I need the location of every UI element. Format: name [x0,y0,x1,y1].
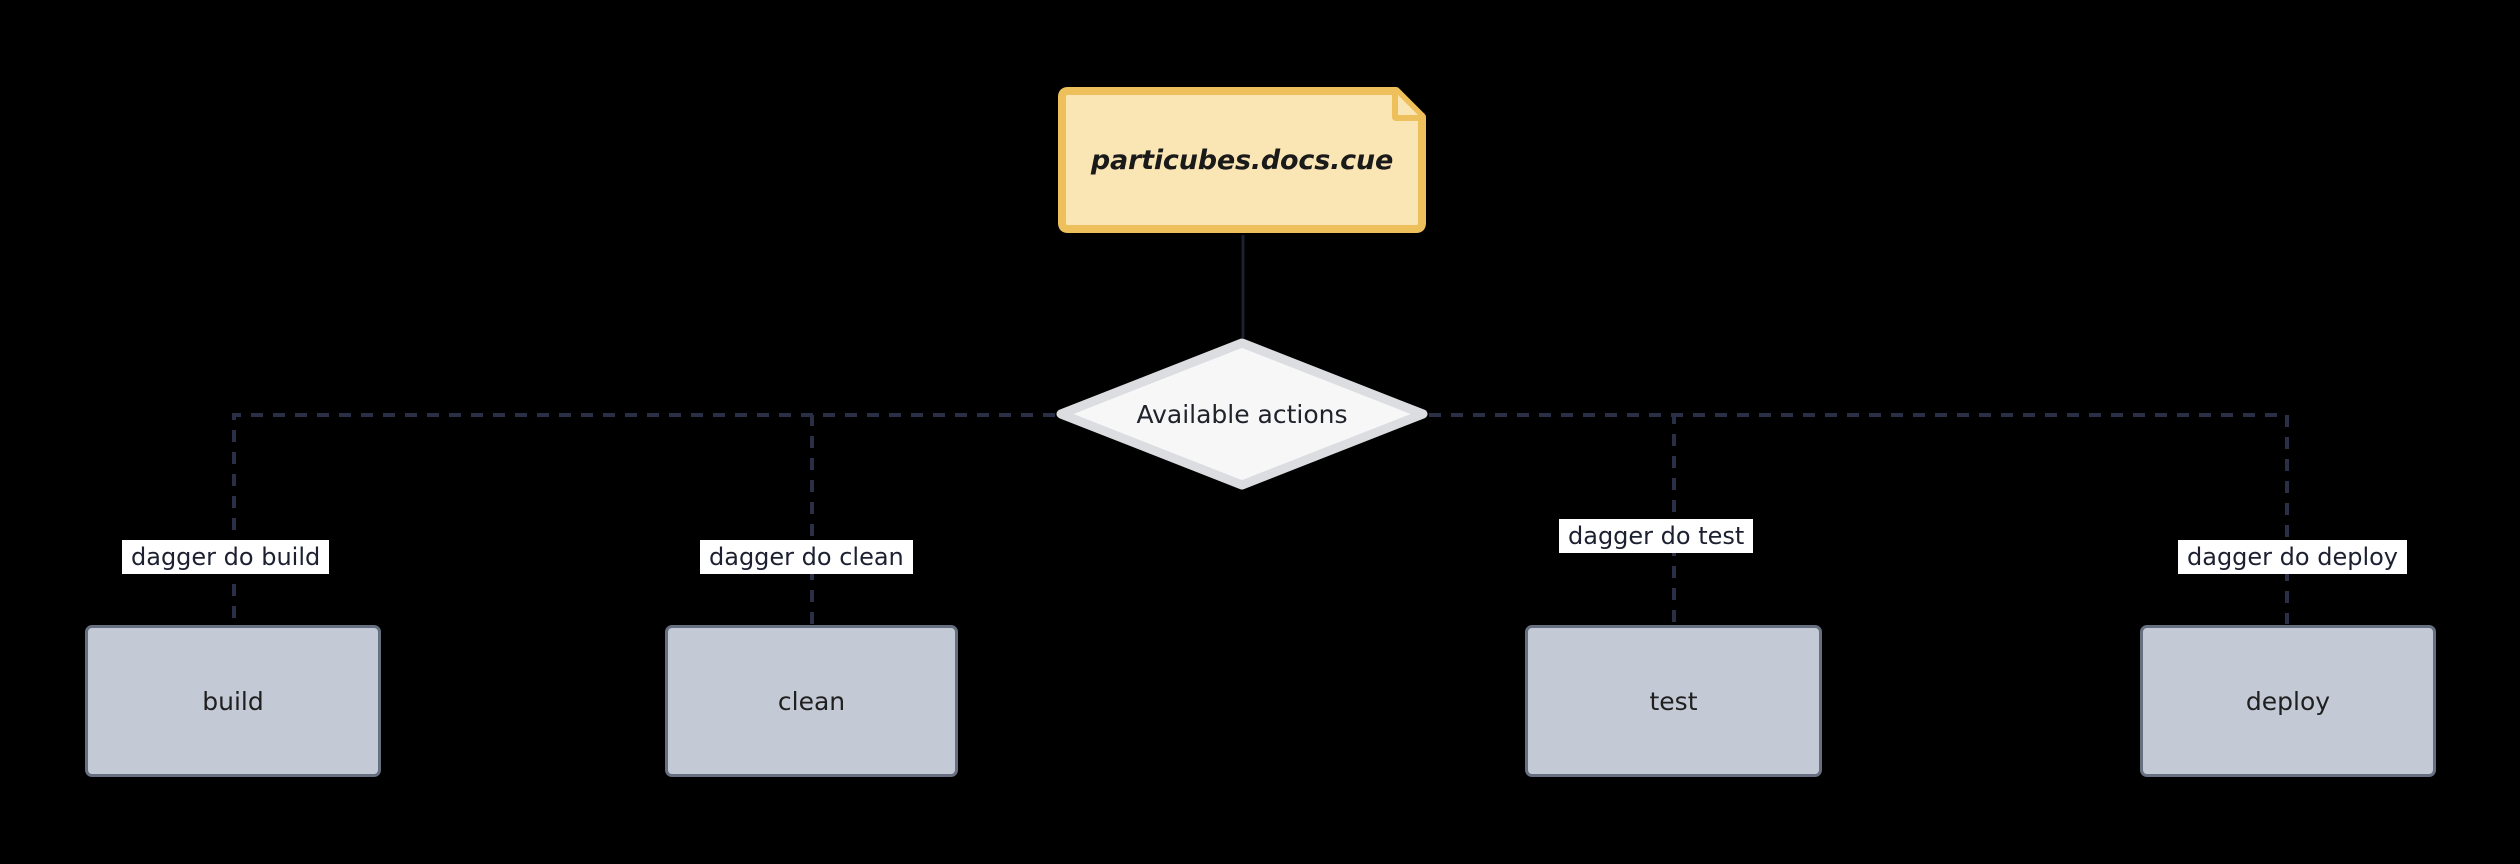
edge-decision-to-deploy [1429,413,2289,624]
edge-label-dagger-do-test: dagger do test [1559,519,1754,553]
edge-label-dagger-do-deploy: dagger do deploy [2178,540,2408,574]
node-build-label: build [202,686,264,716]
node-test[interactable]: test [1525,625,1822,777]
edge-label-dagger-do-clean: dagger do clean [700,540,913,574]
node-deploy[interactable]: deploy [2140,625,2436,777]
edge-decision-to-clean [810,413,1055,624]
decision-label: Available actions [1136,399,1348,429]
edge-label-dagger-do-build: dagger do build [122,540,330,574]
node-clean-label: clean [777,686,846,716]
note-shape [1058,87,1426,233]
node-decision-available-actions[interactable]: Available actions [1055,337,1429,491]
node-note-particubes-docs-cue[interactable]: particubes.docs.cue [1058,87,1426,233]
node-test-label: test [1649,686,1698,716]
note-label: particubes.docs.cue [1090,144,1394,176]
node-build[interactable]: build [85,625,381,777]
edge-decision-to-build [232,413,1055,624]
node-clean[interactable]: clean [665,625,958,777]
diamond-shape [1056,338,1428,490]
node-deploy-label: deploy [2245,686,2331,716]
